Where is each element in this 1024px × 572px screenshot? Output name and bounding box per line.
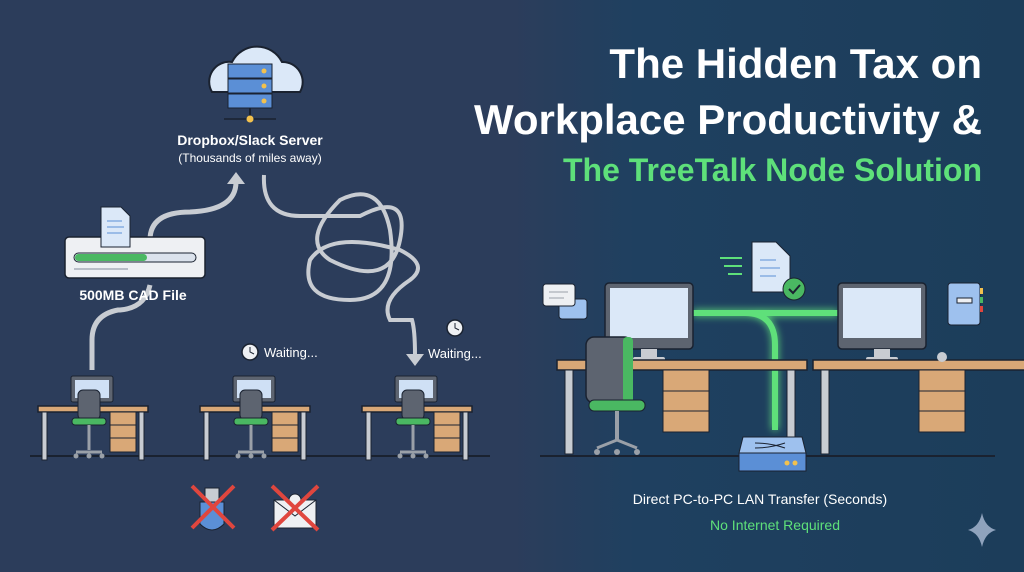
server-label: Dropbox/Slack Server [177, 132, 323, 148]
upload-arrow [89, 181, 239, 370]
arrow-head-icon [227, 172, 245, 184]
tangled-path [261, 174, 420, 356]
waiting-label: Waiting... [428, 346, 482, 361]
clock-icon [241, 343, 259, 361]
sparkle-icon [968, 513, 996, 547]
server-sublabel: (Thousands of miles away) [178, 151, 321, 165]
clock-icon [446, 319, 464, 337]
office-chair [585, 336, 646, 455]
usb-drive-crossed-icon [190, 484, 236, 531]
email-crossed-icon [270, 484, 320, 532]
arrow-head-icon [406, 354, 424, 366]
chat-bubbles-icon [542, 283, 588, 320]
title-line-1: The Hidden Tax on [609, 40, 982, 87]
document-check-icon [720, 241, 806, 301]
title-line-3: The TreeTalk Node Solution [562, 152, 982, 188]
monitor [837, 282, 927, 362]
waiting-label: Waiting... [264, 345, 318, 360]
title-line-2: Workplace Productivity & [473, 96, 982, 143]
upload-progress-fill [75, 254, 147, 261]
workstation [36, 374, 150, 462]
file-label: 500MB CAD File [79, 287, 187, 303]
file-upload-card [64, 206, 206, 279]
mouse-icon [937, 352, 947, 362]
lan-caption: Direct PC-to-PC LAN Transfer (Seconds) [633, 491, 887, 507]
workstation [360, 374, 474, 462]
lan-subcaption: No Internet Required [710, 517, 840, 533]
desk [812, 359, 1024, 455]
cloud-server-icon [208, 45, 304, 123]
network-switch-icon [738, 436, 807, 472]
lan-connection [693, 310, 838, 430]
notebook-icon [947, 282, 983, 326]
workstation [198, 374, 312, 462]
